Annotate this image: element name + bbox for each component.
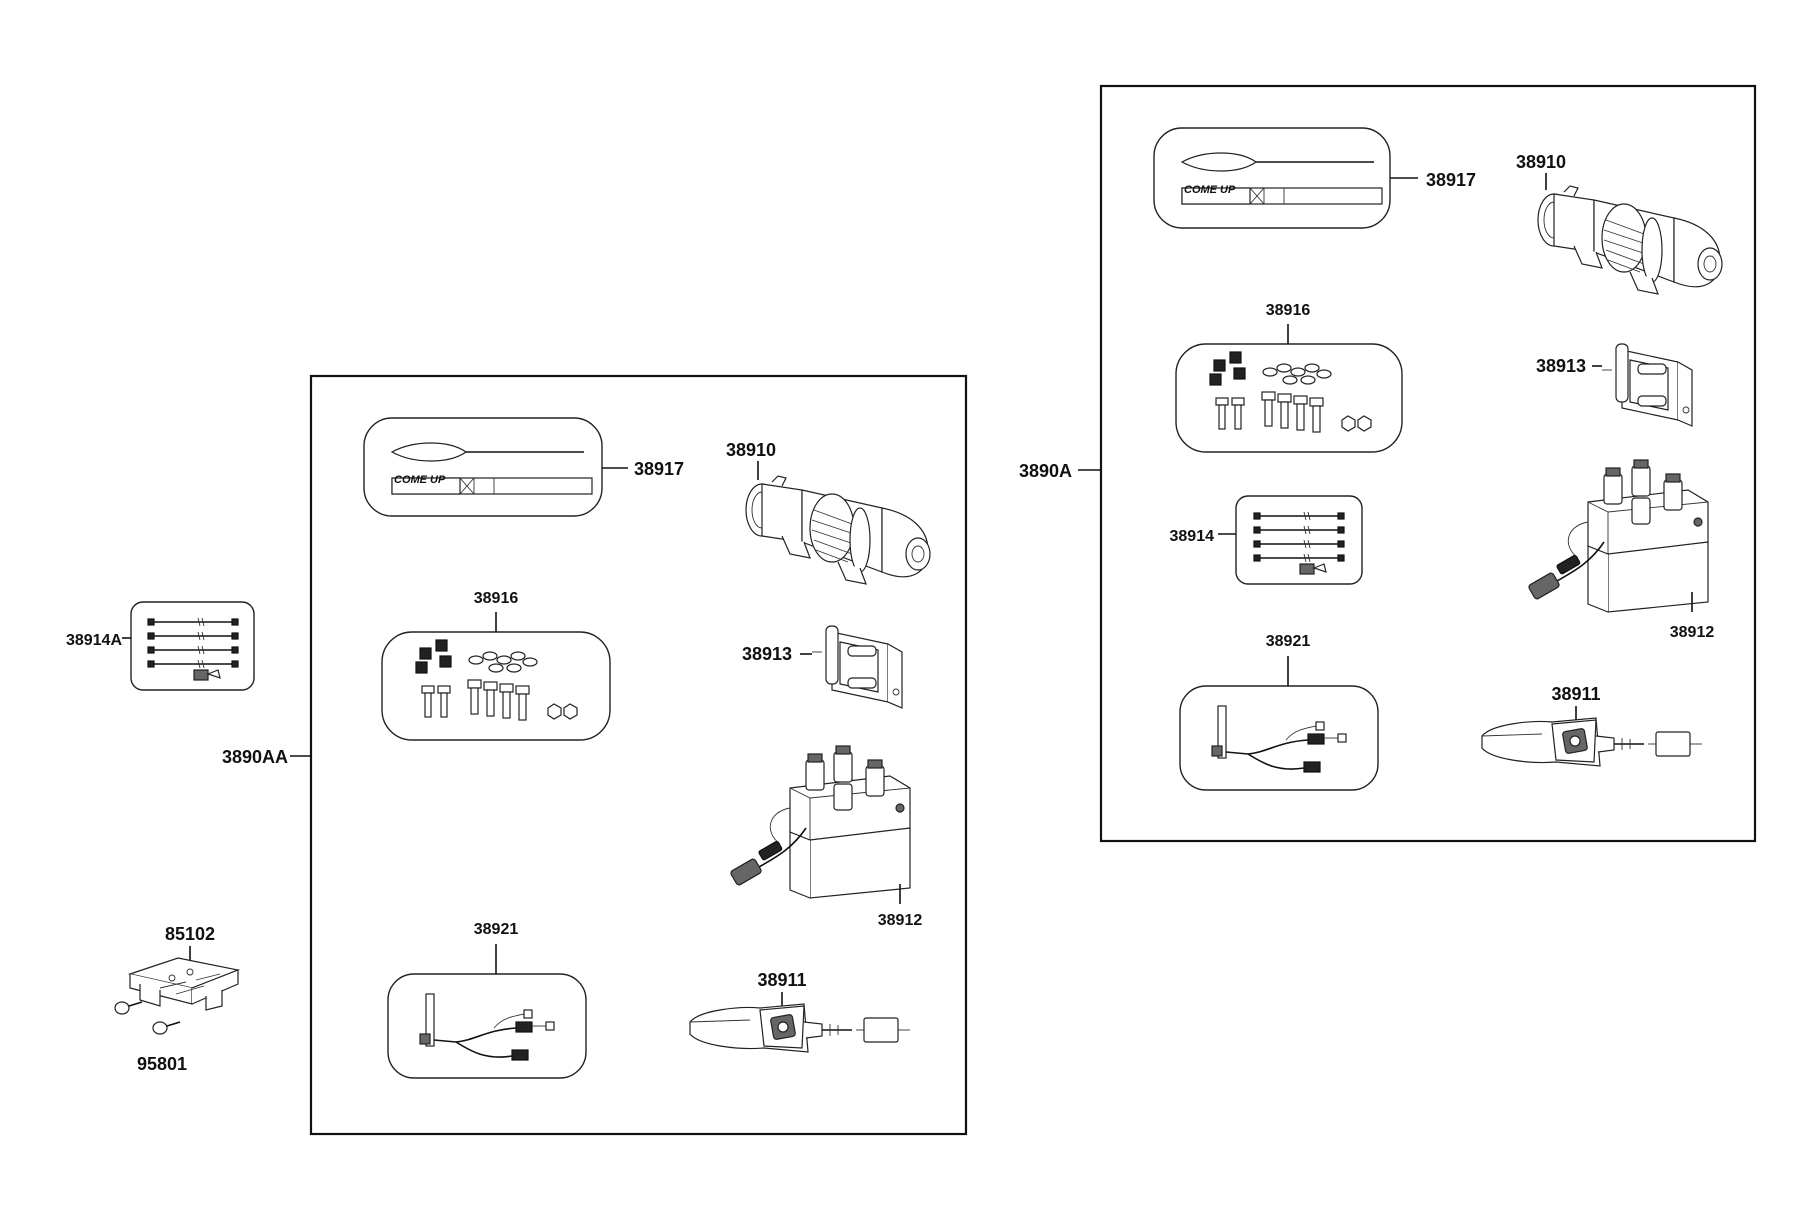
cables-frame [1235, 495, 1363, 585]
strap-frame [363, 417, 603, 517]
part-number-38916: 38916 [474, 590, 519, 607]
part-number-95801: 95801 [137, 1054, 187, 1074]
assembly-callout-3890AA: 3890AA [222, 747, 288, 767]
strap-tag-text-2: COME UP [1184, 184, 1236, 196]
strap-frame-2 [1153, 127, 1391, 229]
part-number-38914: 38914 [1170, 528, 1215, 545]
part-number-38921-2: 38921 [1266, 633, 1311, 650]
part-number-38911: 38911 [757, 970, 806, 990]
fairlead-illustration-2 [1601, 343, 1693, 427]
part-number-38912-2: 38912 [1670, 624, 1715, 641]
part-number-38913-2: 38913 [1536, 356, 1586, 376]
part-number-38911-2: 38911 [1551, 684, 1600, 704]
strap-tag-text: COME UP [394, 474, 446, 486]
part-number-38912: 38912 [878, 912, 923, 929]
contactor-illustration [729, 745, 911, 899]
part-number-38916-2: 38916 [1266, 302, 1311, 319]
part-number-38913: 38913 [742, 644, 792, 664]
harness-frame [387, 973, 587, 1079]
contactor-illustration-2 [1527, 459, 1709, 613]
assembly-box-3890AA [309, 374, 968, 1136]
fairlead-illustration [811, 625, 903, 709]
harness-frame-2 [1179, 685, 1379, 791]
part-number-38910-2: 38910 [1516, 152, 1566, 172]
assembly-callout-3890A: 3890A [1019, 461, 1072, 481]
part-number-38914A: 38914A [66, 632, 122, 649]
part-number-38917: 38917 [634, 459, 684, 479]
part-number-38921: 38921 [474, 921, 519, 938]
cables-frame-loose [130, 601, 255, 691]
assembly-box-3890A [1099, 84, 1757, 843]
remote-control-illustration [689, 1003, 911, 1053]
part-number-85102: 85102 [165, 924, 215, 944]
flange-bolt-illustration [114, 1001, 181, 1035]
remote-control-illustration-2 [1481, 717, 1703, 767]
part-number-38917-2: 38917 [1426, 170, 1476, 190]
mounting-plate-illustration [127, 957, 241, 1011]
part-number-38910: 38910 [726, 440, 776, 460]
winch-illustration [745, 475, 931, 585]
winch-illustration-2 [1537, 185, 1723, 295]
